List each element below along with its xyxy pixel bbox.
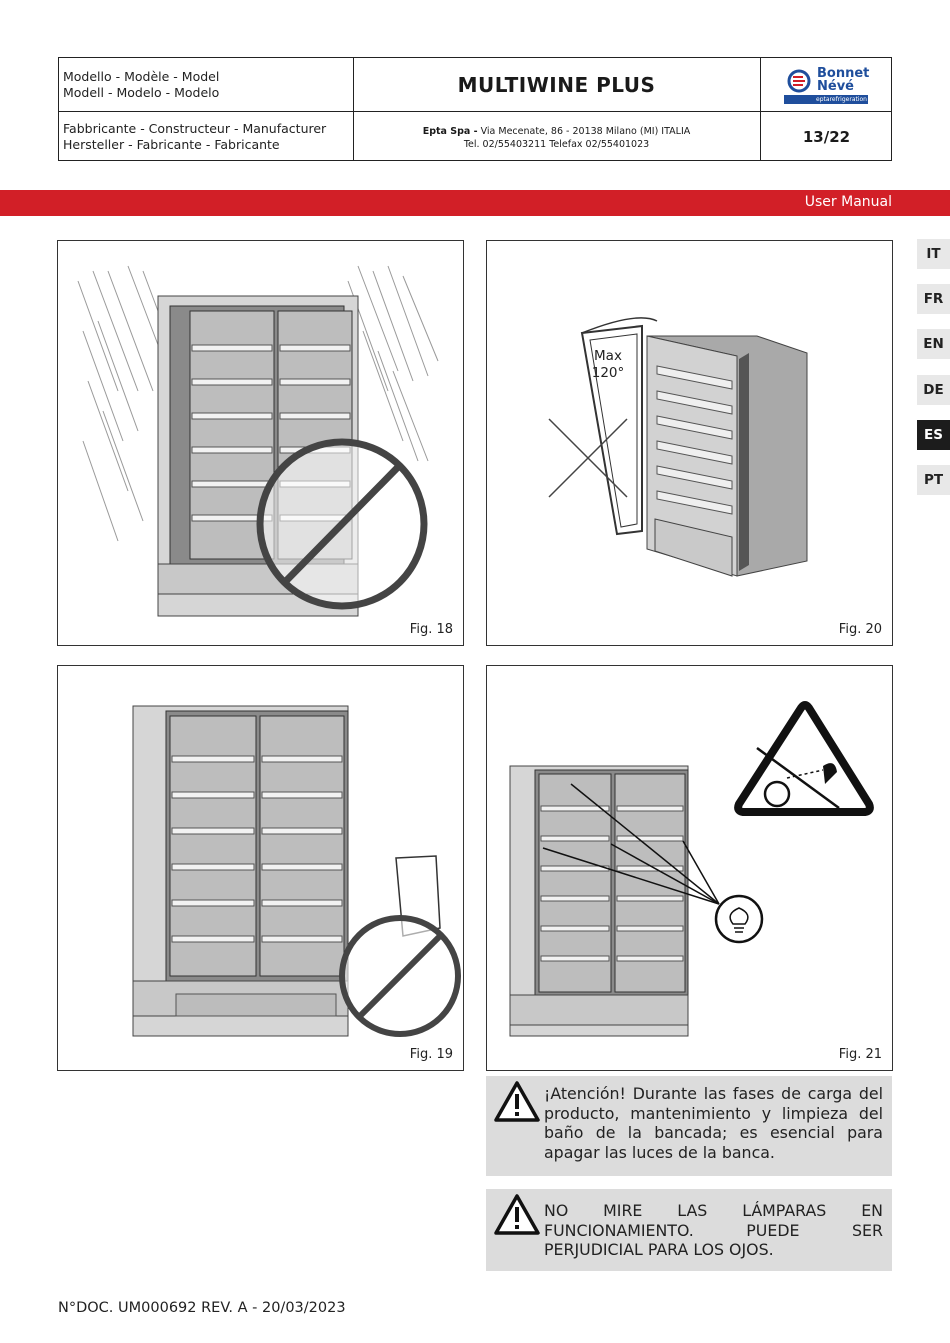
- figure-21: Fig. 21: [486, 665, 893, 1071]
- warning-box-2: NO MIRE LAS LÁMPARAS EN FUNCIONAMIENTO. …: [486, 1189, 892, 1271]
- lang-tab-fr[interactable]: FR: [917, 284, 950, 314]
- page-number: 13/22: [802, 128, 851, 146]
- fig18-illustration: [77, 265, 439, 617]
- lang-tab-de[interactable]: DE: [917, 375, 950, 405]
- figure-21-caption: Fig. 21: [838, 1047, 882, 1062]
- logo-icon: [784, 69, 868, 104]
- model-label-line1: Modello - Modèle - Model: [63, 69, 220, 84]
- model-label-line2: Modell - Modelo - Modelo: [63, 85, 220, 100]
- warning-eye-icon: [734, 701, 874, 816]
- bulb-icon: [714, 894, 764, 944]
- warning-text-1: ¡Atención! Durante las fases de carga de…: [544, 1084, 883, 1162]
- manufacturer-label: Fabbricante - Constructeur - Manufacture…: [63, 121, 326, 153]
- company-logo: Bonnet Névé eptarefrigeration: [761, 64, 892, 106]
- lang-tab-pt[interactable]: PT: [917, 465, 950, 495]
- company-address: Via Mecenate, 86 - 20138 Milano (MI) ITA…: [477, 126, 691, 137]
- section-band: User Manual: [0, 190, 950, 216]
- figure-20: Max 120° Fig. 20: [486, 240, 893, 646]
- fig20-illustration: Max 120°: [548, 317, 808, 577]
- lang-tab-en[interactable]: EN: [917, 329, 950, 359]
- warning-triangle-icon: [494, 1194, 540, 1235]
- logo-line1: Bonnet: [817, 66, 870, 81]
- company-name: Epta Spa -: [422, 126, 478, 137]
- model-label: Modello - Modèle - Model Modell - Modelo…: [63, 69, 219, 101]
- figure-19-caption: Fig. 19: [409, 1047, 453, 1062]
- manufacturer-label-line1: Fabbricante - Constructeur - Manufacture…: [63, 121, 327, 136]
- document-number: N°DOC. UM000692 REV. A - 20/03/2023: [58, 1300, 346, 1316]
- fig21-illustration: [509, 701, 874, 1037]
- manufacturer-info: Epta Spa - Via Mecenate, 86 - 20138 Mila…: [353, 125, 760, 151]
- model-name: MULTIWINE PLUS: [457, 73, 656, 97]
- figure-19: Fig. 19: [57, 665, 464, 1071]
- company-phone: Tel. 02/55403211 Telefax 02/55401023: [463, 139, 650, 150]
- figure-18: Fig. 18: [57, 240, 464, 646]
- fig20-angle-label: 120°: [592, 365, 625, 381]
- warning-triangle-icon: [494, 1081, 540, 1122]
- manufacturer-label-line2: Hersteller - Fabricante - Fabricante: [63, 137, 280, 152]
- header-table: Modello - Modèle - Model Modell - Modelo…: [58, 57, 892, 161]
- logo-sub: eptarefrigeration: [816, 96, 867, 103]
- fig20-max-label: Max: [594, 348, 622, 364]
- lang-tab-it[interactable]: IT: [917, 239, 950, 269]
- figure-18-caption: Fig. 18: [409, 622, 453, 637]
- lang-tab-es[interactable]: ES: [917, 420, 950, 450]
- band-title: User Manual: [804, 194, 892, 210]
- warning-text-2: NO MIRE LAS LÁMPARAS EN FUNCIONAMIENTO. …: [544, 1201, 883, 1259]
- fig19-illustration: [132, 705, 461, 1037]
- logo-line2: Névé: [817, 79, 854, 94]
- figure-20-caption: Fig. 20: [838, 622, 882, 637]
- warning-box-1: ¡Atención! Durante las fases de carga de…: [486, 1076, 892, 1176]
